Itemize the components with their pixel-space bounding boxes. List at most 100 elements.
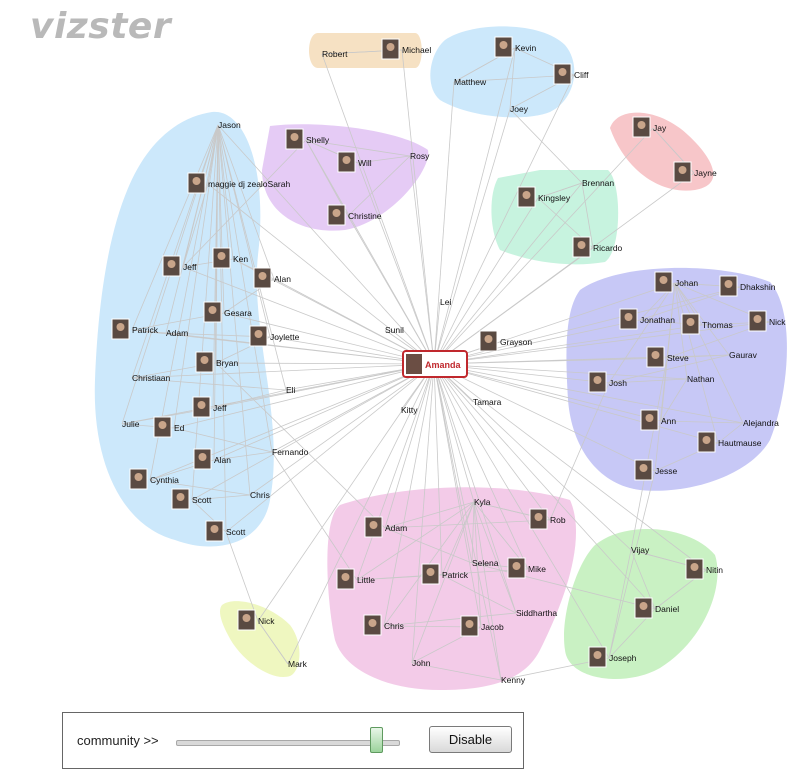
person-node[interactable]: Daniel [634, 597, 679, 619]
person-node[interactable]: Steve [646, 346, 689, 368]
person-node[interactable]: Jesse [634, 459, 677, 481]
person-name: Jesse [655, 466, 677, 476]
person-node[interactable]: Nick [237, 609, 275, 631]
friend-edge [383, 363, 435, 627]
person-node[interactable]: Rosy [410, 151, 430, 161]
community-hull[interactable] [262, 124, 429, 231]
person-node[interactable]: Patrick [421, 563, 469, 585]
person-node[interactable]: Eli [286, 385, 296, 395]
person-node[interactable]: Cynthia [129, 468, 179, 490]
person-node[interactable]: Nick [748, 310, 786, 332]
profile-photo-face [639, 602, 648, 610]
person-node[interactable]: Christiaan [132, 373, 171, 383]
profile-photo-face [368, 619, 377, 627]
person-node[interactable]: Hautmause [697, 431, 762, 453]
person-node[interactable]: Rob [529, 508, 566, 530]
person-node[interactable]: Jay [632, 116, 667, 138]
person-node[interactable]: Nathan [687, 374, 715, 384]
person-node[interactable]: Mark [288, 659, 308, 669]
person-node[interactable]: Jayne [673, 161, 717, 183]
person-node[interactable]: Scott [171, 488, 212, 510]
person-node[interactable]: Selena [472, 558, 499, 568]
person-node[interactable]: Mike [507, 557, 546, 579]
person-node[interactable]: Dhakshin [719, 275, 776, 297]
center-person-node[interactable]: Amanda [402, 350, 468, 378]
person-node[interactable]: Gesara [203, 301, 252, 323]
community-hull[interactable] [430, 26, 575, 118]
person-node[interactable]: Matthew [454, 77, 487, 87]
profile-photo-face [558, 68, 567, 76]
person-node[interactable]: Will [337, 151, 372, 173]
person-node[interactable]: Joylette [249, 325, 300, 347]
friend-edge [356, 501, 475, 581]
person-node[interactable]: Scott [205, 520, 246, 542]
friend-edge [473, 501, 502, 681]
person-node[interactable]: Jeff [192, 396, 227, 418]
person-node[interactable]: Julie [122, 419, 140, 429]
person-node[interactable]: maggie dj zealoSarah [187, 172, 290, 194]
person-name: Nathan [687, 374, 715, 384]
person-node[interactable]: Sunil [385, 325, 404, 335]
person-node[interactable]: Johan [654, 271, 698, 293]
person-node[interactable]: Cliff [553, 63, 589, 85]
person-node[interactable]: Little [336, 568, 375, 590]
person-node[interactable]: Vijay [631, 545, 650, 555]
person-node[interactable]: Ricardo [572, 236, 623, 258]
person-node[interactable]: Josh [588, 371, 627, 393]
person-node[interactable]: Joey [510, 104, 529, 114]
person-name: Ann [661, 416, 676, 426]
person-node[interactable]: Joseph [588, 646, 637, 668]
profile-photo-face [637, 121, 646, 129]
person-node[interactable]: Kingsley [517, 186, 571, 208]
person-node[interactable]: Siddhartha [516, 608, 557, 618]
person-node[interactable]: Kyla [474, 497, 491, 507]
person-name: Selena [472, 558, 499, 568]
person-node[interactable]: Kevin [494, 36, 537, 58]
person-node[interactable]: Bryan [195, 351, 238, 373]
person-node[interactable]: Adam [166, 328, 188, 338]
person-node[interactable]: Jonathan [619, 308, 675, 330]
person-node[interactable]: John [412, 658, 431, 668]
person-node[interactable]: Alan [193, 448, 231, 470]
friend-edge [674, 282, 719, 444]
person-node[interactable]: Robert [322, 49, 348, 59]
person-node[interactable]: Ann [640, 409, 676, 431]
person-node[interactable]: Chris [363, 614, 404, 636]
friend-edge [384, 519, 551, 529]
friend-edge [471, 501, 475, 564]
person-node[interactable]: Fernando [272, 447, 309, 457]
person-node[interactable]: Shelly [285, 128, 330, 150]
person-node[interactable]: Michael [381, 38, 431, 60]
community-slider-track[interactable] [176, 740, 400, 746]
person-name: Nick [769, 317, 786, 327]
person-node[interactable]: Alejandra [743, 418, 779, 428]
person-node[interactable]: Adam [364, 516, 407, 538]
person-node[interactable]: Ken [212, 247, 248, 269]
person-node[interactable]: Tamara [473, 397, 502, 407]
person-node[interactable]: Chris [250, 490, 270, 500]
community-slider-thumb[interactable] [369, 727, 383, 753]
friend-edge [165, 124, 219, 334]
person-node[interactable]: Christine [327, 204, 382, 226]
friend-edge [212, 389, 287, 409]
person-node[interactable]: Jason [218, 120, 241, 130]
person-node[interactable]: Alan [253, 267, 291, 289]
person-node[interactable]: Patrick [111, 318, 159, 340]
person-node[interactable]: Jeff [162, 255, 197, 277]
person-node[interactable]: Grayson [479, 330, 532, 352]
person-node[interactable]: Brennan [582, 178, 614, 188]
person-node[interactable]: Gaurav [729, 350, 758, 360]
person-node[interactable]: Kenny [501, 675, 526, 685]
person-name: Patrick [132, 325, 159, 335]
disable-button[interactable]: Disable [429, 726, 512, 753]
profile-photo-face [134, 473, 143, 481]
person-node[interactable]: Thomas [681, 313, 733, 335]
person-node[interactable]: Jacob [460, 615, 504, 637]
person-node[interactable]: Nitin [685, 558, 723, 580]
friend-edge [549, 382, 610, 521]
person-node[interactable]: Ed [153, 416, 185, 438]
person-name: Rob [550, 515, 566, 525]
person-node[interactable]: Kitty [401, 405, 418, 415]
person-node[interactable]: Lei [440, 297, 451, 307]
